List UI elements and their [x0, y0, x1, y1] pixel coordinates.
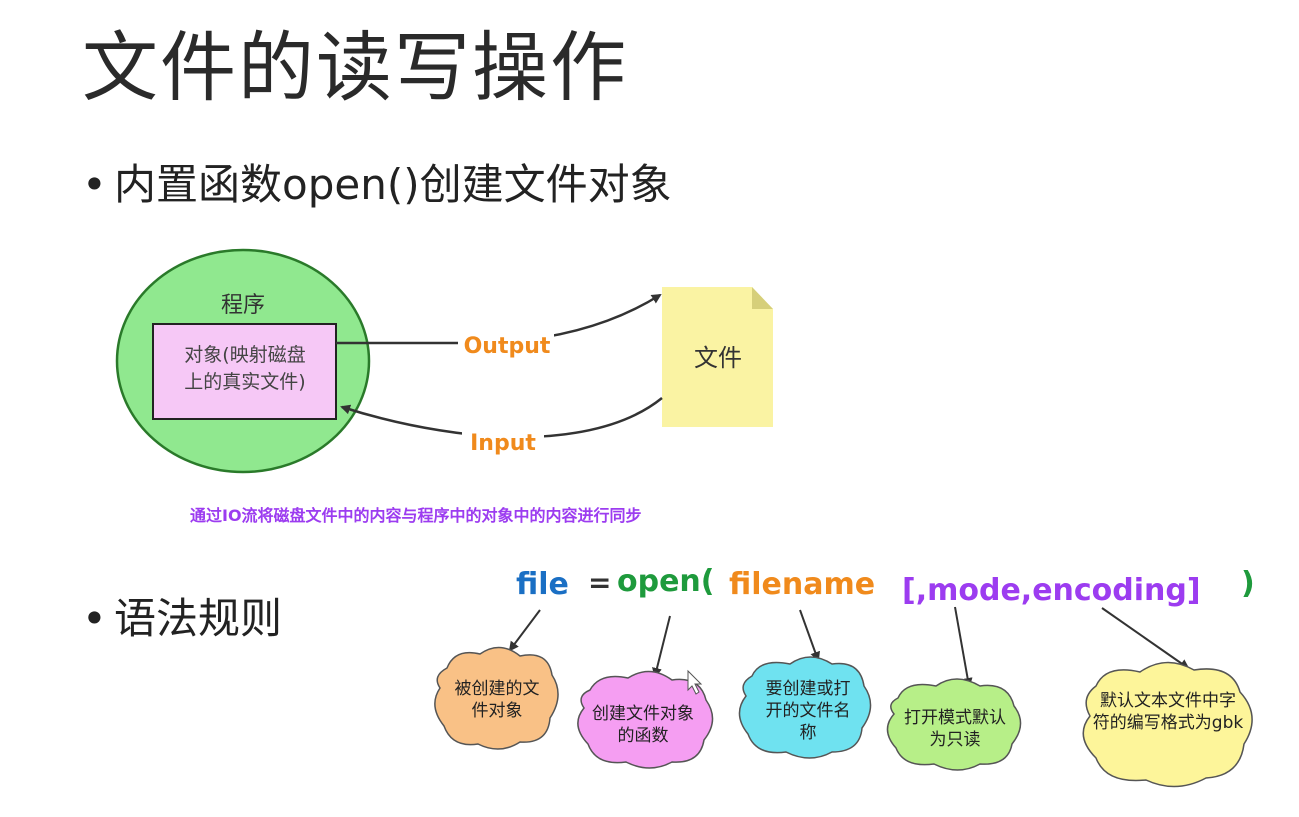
output-label-bg	[458, 330, 554, 358]
arrow-file	[508, 609, 541, 652]
page-title: 文件的读写操作	[82, 23, 628, 112]
arrow-mode	[954, 606, 973, 688]
mouse-cursor-icon	[687, 669, 703, 695]
file-fold-corner	[752, 287, 773, 309]
sync-note: 通过IO流将磁盘文件中的内容与程序中的对象中的内容进行同步	[190, 506, 642, 525]
syntax-equals: =	[588, 566, 612, 599]
syntax-filename: filename	[729, 567, 876, 602]
arrow-filename	[799, 609, 820, 662]
object-box	[152, 323, 337, 420]
bullet-text: 语法规则	[114, 594, 283, 643]
bullet-text: 内置函数open()创建文件对象	[114, 160, 672, 209]
arrow-open	[652, 615, 671, 678]
bullet-open-function: •内置函数open()创建文件对象	[82, 158, 672, 212]
bullet-dot: •	[82, 160, 107, 209]
input-label: Input	[470, 431, 536, 456]
object-label: 对象(映射磁盘上的真实文件)	[184, 344, 306, 393]
bullet-syntax-rules: •语法规则	[82, 592, 282, 646]
arrow-encoding	[1101, 607, 1190, 670]
syntax-mode-encoding: [,mode,encoding]	[902, 573, 1201, 608]
cloud-text-file-object: 被创建的文件对象	[454, 679, 540, 721]
syntax-open: open(	[617, 564, 715, 599]
program-label: 程序	[221, 293, 265, 318]
cloud-open-function	[577, 670, 714, 769]
cloud-text-mode: 打开模式默认为只读	[904, 708, 1006, 750]
output-label: Output	[464, 334, 551, 359]
file-document	[662, 287, 773, 427]
file-label: 文件	[694, 344, 742, 372]
syntax-close-paren: )	[1241, 566, 1255, 601]
bullet-dot: •	[82, 594, 107, 643]
input-label-bg	[462, 426, 544, 456]
cloud-mode	[886, 678, 1022, 771]
cloud-filename	[738, 656, 872, 759]
cloud-encoding	[1082, 661, 1253, 788]
cloud-text-encoding: 默认文本文件中字符的编写格式为gbk	[1092, 691, 1244, 733]
cloud-text-filename: 要创建或打开的文件名称	[765, 679, 851, 743]
cloud-file-object	[434, 646, 559, 750]
syntax-file: file	[516, 567, 569, 602]
cloud-text-open-function: 创建文件对象的函数	[592, 704, 694, 746]
